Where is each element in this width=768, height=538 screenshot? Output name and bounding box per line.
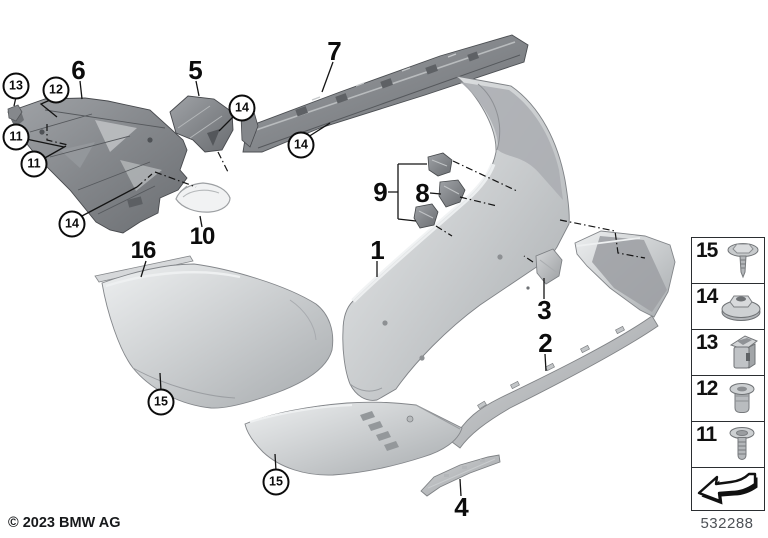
callout-16[interactable]: 16	[130, 237, 157, 264]
callout-8[interactable]: 8	[415, 178, 430, 208]
part-9-holder-top	[427, 152, 453, 177]
leader-lines	[13, 61, 547, 497]
copyright-notice: © 2023 BMW AG	[8, 515, 121, 531]
callout-15-circled-b[interactable]: 15	[262, 468, 290, 496]
callout-5[interactable]: 5	[188, 55, 203, 85]
legend-item-15[interactable]: 15	[692, 238, 764, 284]
diagram-number: 532288	[700, 515, 754, 532]
callout-9[interactable]: 9	[373, 177, 388, 207]
fastener-legend: 15 14 13	[691, 237, 765, 511]
legend-item-11-number: 11	[696, 423, 717, 446]
part-10-cover	[175, 182, 231, 213]
callout-7[interactable]: 7	[327, 36, 342, 66]
part-2-lower-trim-strip	[451, 315, 659, 449]
round-washer-screw-icon	[729, 427, 755, 461]
expansion-rivet-icon	[729, 383, 755, 413]
legend-item-15-number: 15	[696, 239, 718, 262]
bent-arrow-icon	[697, 472, 758, 505]
callout-14-circled-c[interactable]: 14	[58, 210, 86, 238]
callout-11-circled-b[interactable]: 11	[20, 150, 48, 178]
legend-item-14-number: 14	[696, 285, 718, 308]
legend-item-12[interactable]: 12	[692, 376, 764, 422]
flange-nut-icon	[721, 295, 761, 321]
callout-14-circled-a[interactable]: 14	[228, 94, 256, 122]
locating-dash-dot-lines	[46, 124, 646, 263]
callout-14-circled-b[interactable]: 14	[287, 131, 315, 159]
part-8-holder-middle	[438, 179, 466, 208]
part-13-clip-location	[7, 104, 23, 122]
legend-item-14[interactable]: 14	[692, 284, 764, 330]
callout-1[interactable]: 1	[370, 235, 385, 265]
part-16-corner-left	[101, 263, 334, 409]
legend-item-12-number: 12	[696, 377, 718, 400]
cage-clip-icon	[729, 335, 758, 369]
part-4-bracket-strip	[420, 454, 501, 497]
legend-direction-box[interactable]	[692, 468, 764, 510]
legend-item-11[interactable]: 11	[692, 422, 764, 468]
callout-15-circled-a[interactable]: 15	[147, 388, 175, 416]
part-lower-diffuser	[244, 401, 463, 476]
part-9-holder-bottom	[413, 203, 439, 229]
callout-2[interactable]: 2	[538, 328, 553, 358]
hex-washer-screw-icon	[727, 243, 759, 279]
callout-13-circled[interactable]: 13	[2, 72, 30, 100]
callout-11-circled-a[interactable]: 11	[2, 123, 30, 151]
callout-6[interactable]: 6	[71, 55, 86, 85]
part-3-bracket-plate	[526, 248, 563, 290]
part-2-lower-trim-corner	[574, 230, 676, 318]
callout-12-circled[interactable]: 12	[42, 76, 70, 104]
part-1-bumper-panel	[342, 75, 570, 401]
callout-3[interactable]: 3	[537, 295, 552, 325]
callout-4[interactable]: 4	[454, 492, 469, 522]
legend-item-13-number: 13	[696, 331, 718, 354]
callout-10[interactable]: 10	[189, 223, 216, 250]
legend-item-13[interactable]: 13	[692, 330, 764, 376]
